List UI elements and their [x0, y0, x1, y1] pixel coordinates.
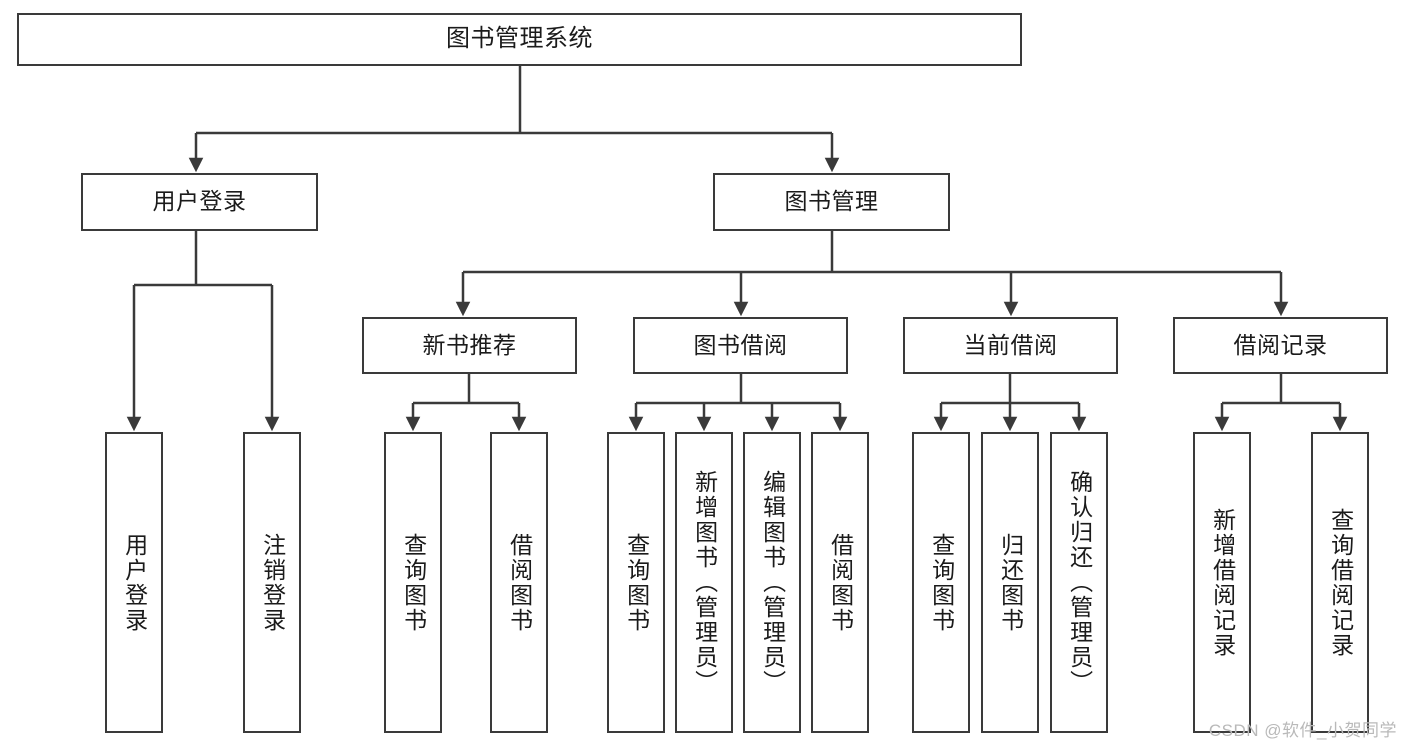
node-label: 查询图书 [623, 532, 650, 633]
node-leaf-user-login[interactable]: 用户登录 [105, 432, 163, 733]
node-label: 用户登录 [152, 188, 247, 215]
node-label: 查询图书 [400, 532, 427, 633]
node-label: 查询图书 [928, 532, 955, 633]
node-label: 确认归还（管理员） [1066, 470, 1093, 695]
node-leaf-borrow-book-2[interactable]: 借阅图书 [811, 432, 869, 733]
node-book-management[interactable]: 图书管理 [713, 173, 950, 231]
node-leaf-query-book-2[interactable]: 查询图书 [607, 432, 665, 733]
node-user-login[interactable]: 用户登录 [81, 173, 318, 231]
node-label: 借阅记录 [1233, 331, 1328, 358]
node-current-borrow[interactable]: 当前借阅 [903, 317, 1118, 374]
node-leaf-add-book[interactable]: 新增图书（管理员） [675, 432, 733, 733]
node-leaf-edit-book[interactable]: 编辑图书（管理员） [743, 432, 801, 733]
node-label: 归还图书 [997, 532, 1024, 633]
node-root-book-management-system[interactable]: 图书管理系统 [17, 13, 1022, 66]
node-leaf-query-book-1[interactable]: 查询图书 [384, 432, 442, 733]
node-label: 注销登录 [259, 532, 286, 633]
node-leaf-user-logout[interactable]: 注销登录 [243, 432, 301, 733]
node-label: 图书管理 [784, 188, 879, 215]
node-label: 编辑图书（管理员） [759, 470, 786, 695]
node-label: 图书管理系统 [446, 25, 593, 53]
node-leaf-confirm-return[interactable]: 确认归还（管理员） [1050, 432, 1108, 733]
node-label: 当前借阅 [963, 331, 1058, 358]
node-new-book-recommend[interactable]: 新书推荐 [362, 317, 577, 374]
node-label: 新增图书（管理员） [691, 470, 718, 695]
node-label: 借阅图书 [506, 532, 533, 633]
node-label: 新增借阅记录 [1209, 507, 1236, 658]
node-book-borrow[interactable]: 图书借阅 [633, 317, 848, 374]
node-borrow-record[interactable]: 借阅记录 [1173, 317, 1388, 374]
node-leaf-query-record[interactable]: 查询借阅记录 [1311, 432, 1369, 733]
node-leaf-add-record[interactable]: 新增借阅记录 [1193, 432, 1251, 733]
node-label: 查询借阅记录 [1327, 507, 1354, 658]
node-label: 图书借阅 [693, 331, 788, 358]
watermark-text: CSDN @软件_小贺同学 [1208, 721, 1397, 740]
node-label: 新书推荐 [422, 331, 517, 358]
node-leaf-borrow-book-1[interactable]: 借阅图书 [490, 432, 548, 733]
node-leaf-return-book[interactable]: 归还图书 [981, 432, 1039, 733]
node-label: 用户登录 [121, 532, 148, 633]
node-leaf-query-book-3[interactable]: 查询图书 [912, 432, 970, 733]
node-label: 借阅图书 [827, 532, 854, 633]
